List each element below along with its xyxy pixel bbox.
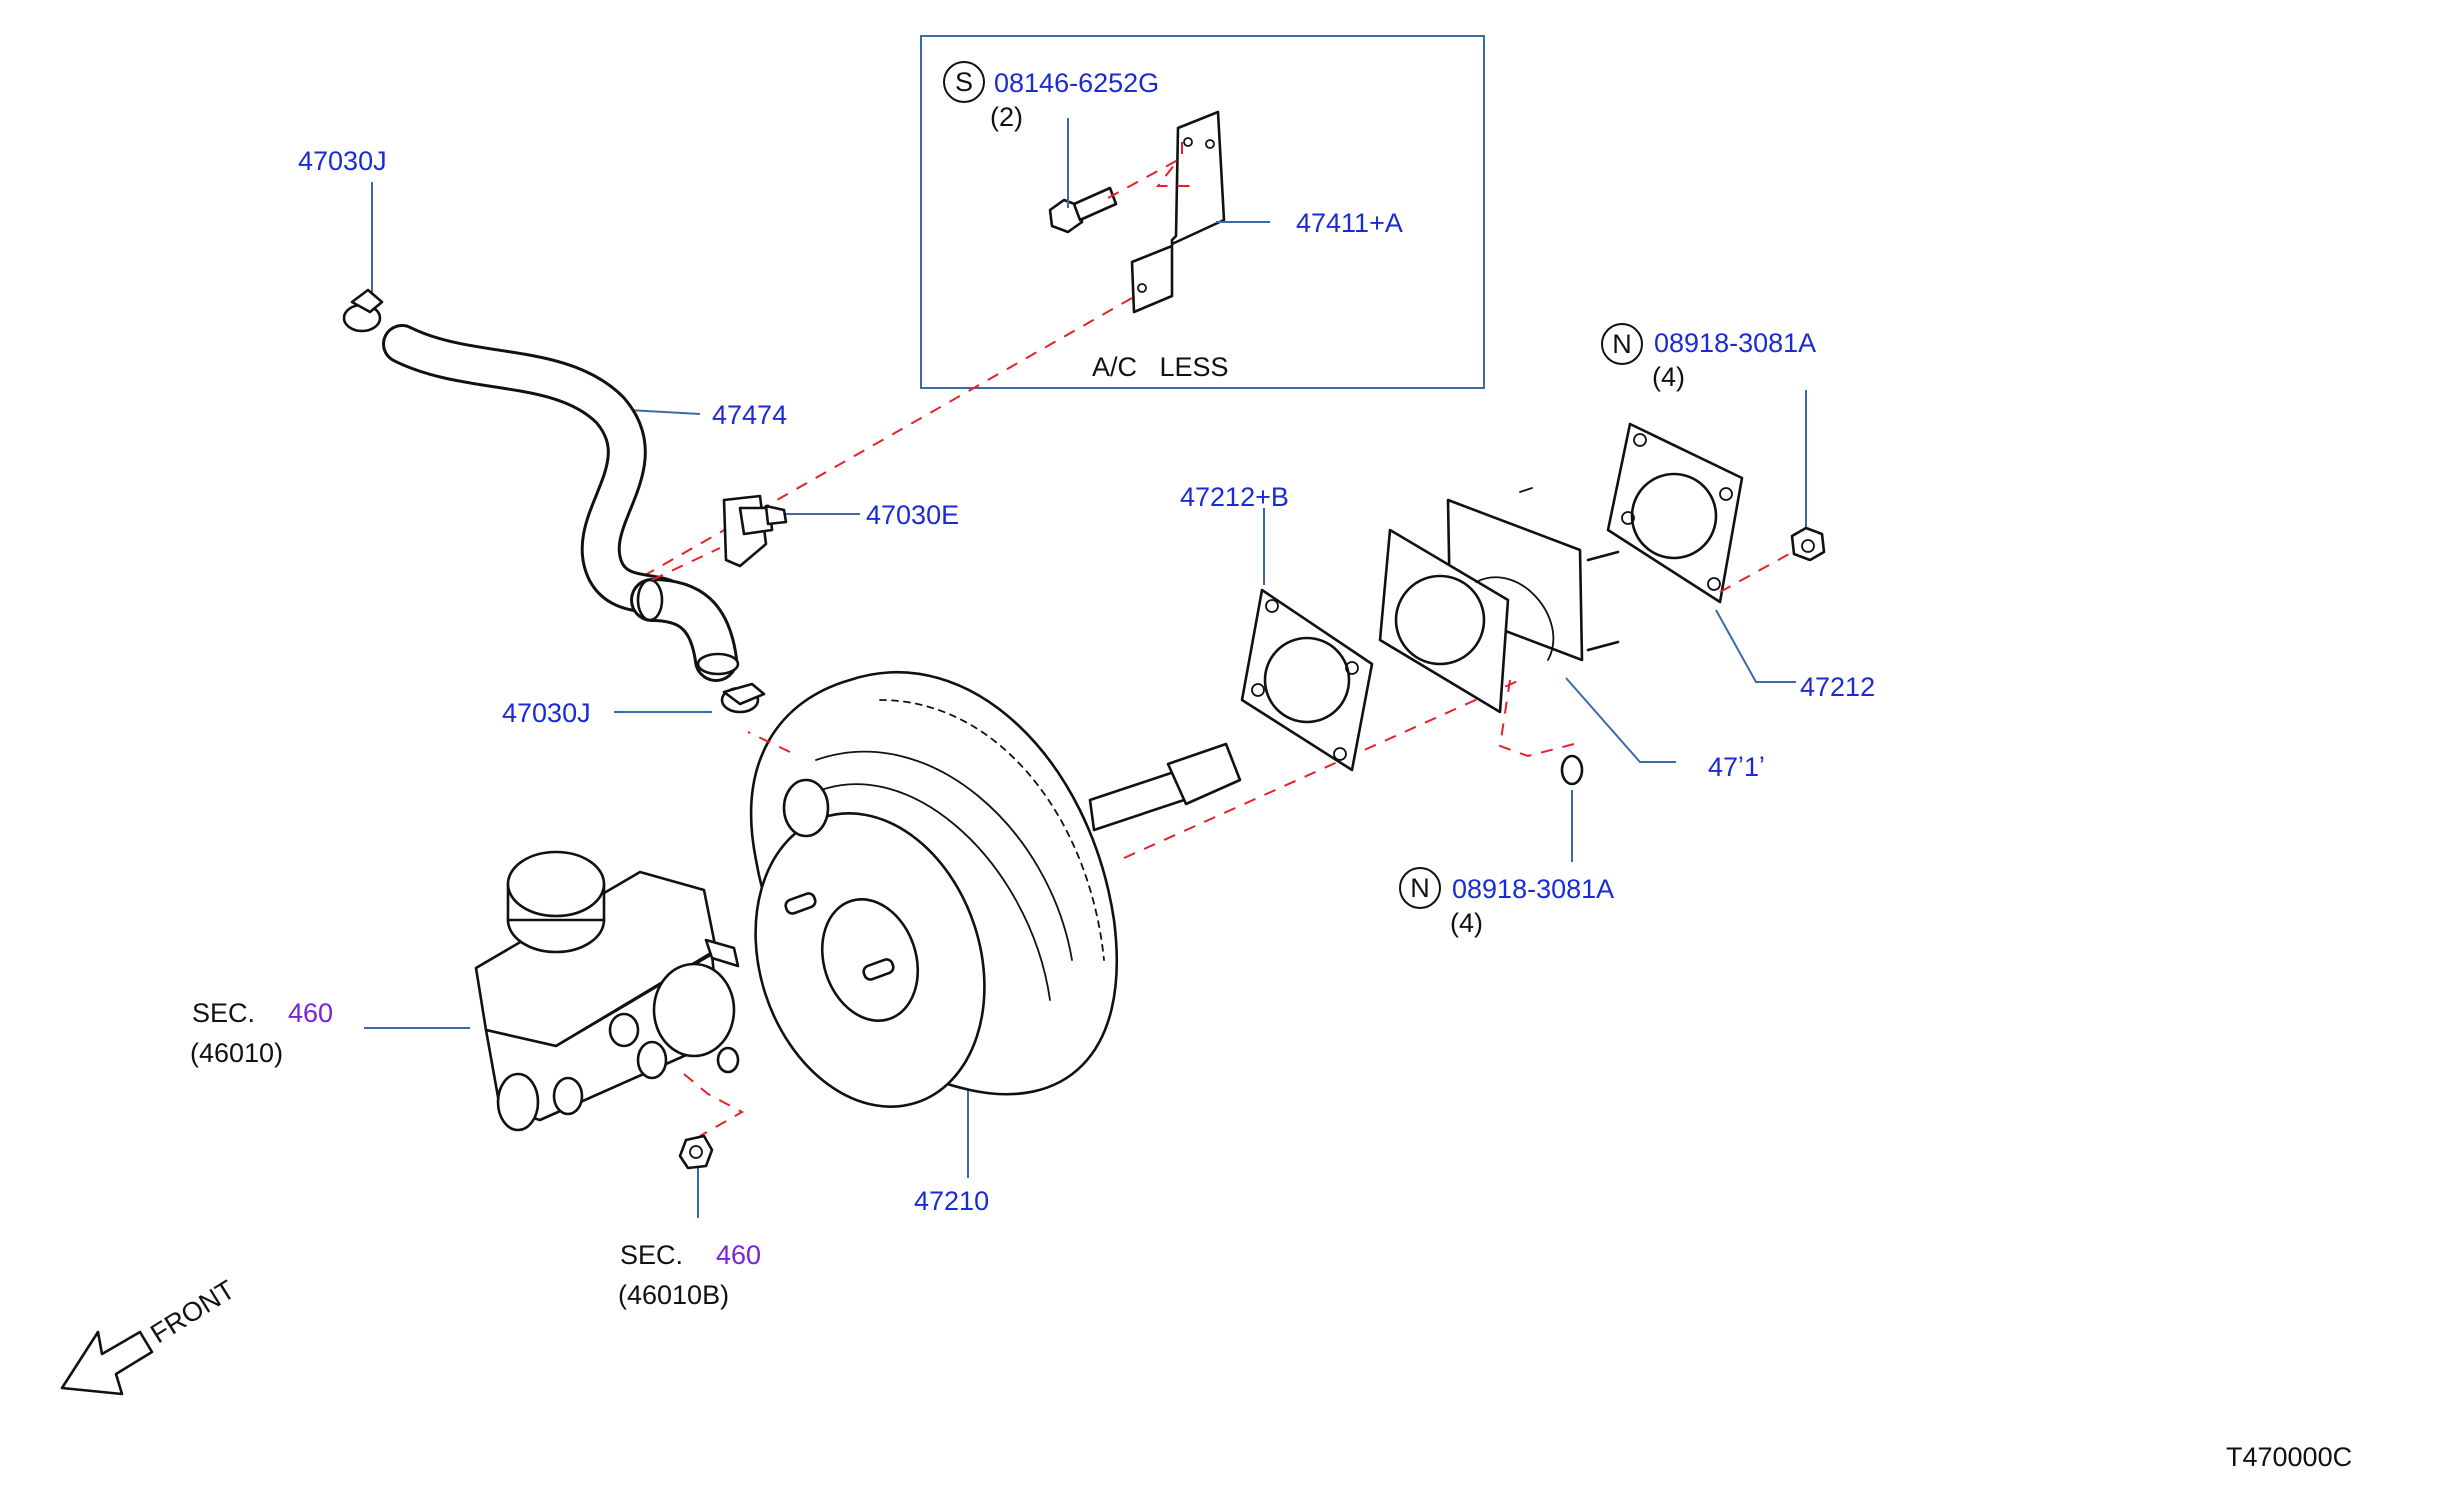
- label-sec1-num[interactable]: 460: [288, 998, 333, 1028]
- label-inset-note: A/C LESS: [1092, 352, 1229, 382]
- clip-bottom-drawing: [720, 682, 766, 714]
- n-marker-top-text: N: [1612, 329, 1632, 359]
- phantom-bracket-valve: [639, 297, 1133, 579]
- label-bracket[interactable]: 47411+A: [1296, 208, 1403, 238]
- leader-gasket: [1715, 609, 1796, 683]
- s-marker-icon: [943, 61, 985, 103]
- label-sec2-num[interactable]: 460: [716, 1240, 761, 1270]
- label-sec1-ref: (46010): [190, 1038, 283, 1068]
- n-marker-top-icon: [1601, 323, 1643, 365]
- booster-drawing: [749, 670, 1242, 1108]
- phantom-mc-nut: [683, 1073, 745, 1137]
- inset-box: [920, 35, 1485, 389]
- bolt-drawing: [1048, 186, 1118, 234]
- nut-mc-drawing: [678, 1134, 714, 1170]
- check-valve-drawing: [722, 494, 788, 568]
- label-check-valve[interactable]: 47030E: [866, 500, 959, 530]
- hose-elbow-drawing: [630, 578, 740, 682]
- hose-drawing: [382, 324, 690, 620]
- front-arrow-icon: [60, 1330, 154, 1396]
- label-sec2-prefix: SEC.: [620, 1240, 683, 1270]
- diagram-code: T470000C: [2226, 1442, 2352, 1472]
- leader-hose: [627, 409, 701, 415]
- label-bolt-qty: (2): [990, 102, 1023, 132]
- bracket-drawing: [1130, 110, 1226, 314]
- label-front: FRONT: [145, 1274, 240, 1349]
- nut-bottom-drawing: [1560, 754, 1584, 786]
- clip-top-drawing: [342, 288, 384, 333]
- label-bolt-code[interactable]: 08146-6252G: [994, 68, 1159, 98]
- leader-spacer: [1565, 677, 1676, 763]
- label-clip-bottom[interactable]: 47030J: [502, 698, 591, 728]
- label-sec1-prefix: SEC.: [192, 998, 255, 1028]
- phantom-booster-spacer: [1123, 679, 1521, 859]
- label-hose[interactable]: 47474: [712, 400, 787, 430]
- inset-phantom-line: [1107, 159, 1196, 199]
- gasket-drawing: [1606, 422, 1744, 604]
- spacer-drawing: [1378, 487, 1620, 714]
- label-nut-top-code[interactable]: 08918-3081A: [1654, 328, 1816, 358]
- master-cylinder-drawing: [474, 850, 740, 1132]
- phantom-gasket-nut: [1719, 547, 1801, 593]
- n-marker-bottom-icon: [1399, 867, 1441, 909]
- s-marker-text: S: [955, 67, 973, 97]
- label-booster[interactable]: 47210: [914, 1186, 989, 1216]
- phantom-booster-valve: [747, 731, 791, 753]
- gasket-b-drawing: [1240, 588, 1374, 772]
- label-gasket-b[interactable]: 47212+B: [1180, 482, 1289, 512]
- label-nut-top-qty: (4): [1652, 362, 1685, 392]
- n-marker-bottom-text: N: [1410, 873, 1430, 903]
- label-spacer[interactable]: 47ʼ1ʼ: [1708, 752, 1765, 782]
- label-sec2-ref: (46010B): [618, 1280, 729, 1310]
- label-clip-top[interactable]: 47030J: [298, 146, 387, 176]
- nut-top-drawing: [1790, 526, 1826, 562]
- phantom-spacer-nut: [1498, 679, 1575, 758]
- label-nut-bottom-qty: (4): [1450, 908, 1483, 938]
- label-nut-bottom-code[interactable]: 08918-3081A: [1452, 874, 1614, 904]
- label-gasket[interactable]: 47212: [1800, 672, 1875, 702]
